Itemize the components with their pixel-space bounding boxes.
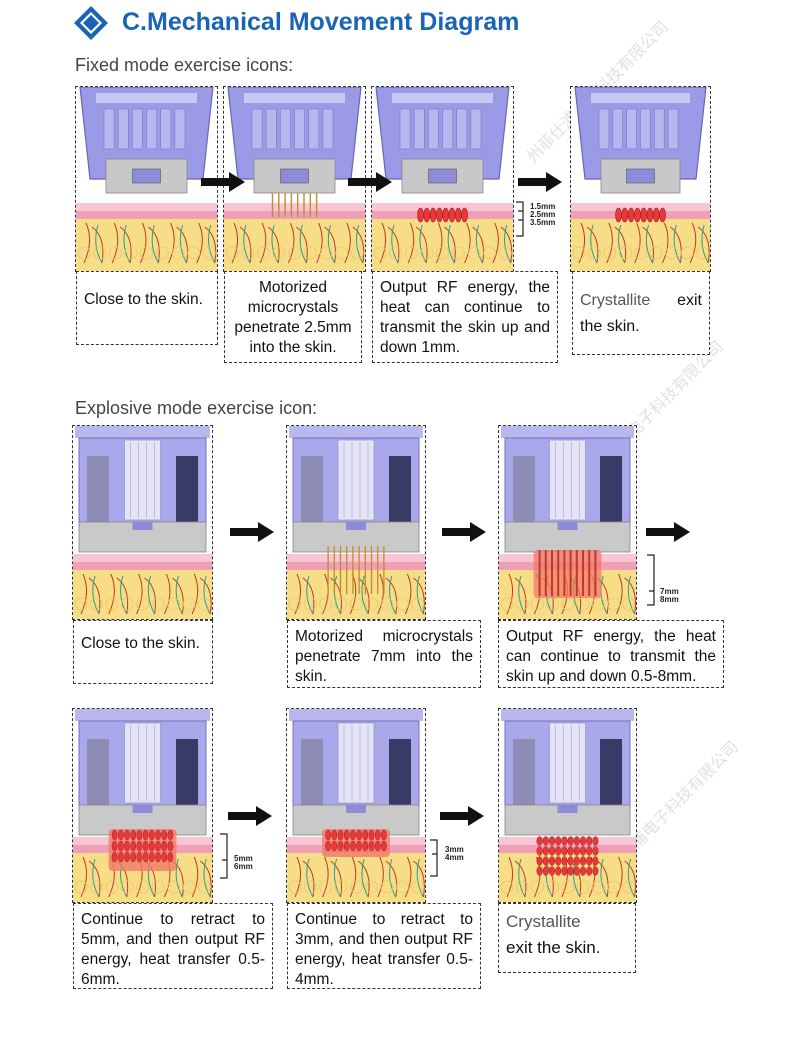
diamond-icon	[72, 6, 112, 40]
arrow-right-icon	[201, 172, 245, 192]
fixed-step-4-image	[570, 86, 711, 272]
page-title: C.Mechanical Movement Diagram	[122, 8, 519, 37]
fixed-step-1-image	[75, 86, 218, 272]
explosive-step-2-image	[286, 425, 426, 620]
explosive-caption-4: Continue to retract to 5mm, and then out…	[73, 903, 273, 989]
fixed-step-3-image	[371, 86, 514, 272]
fixed-caption-3: Output RF energy, the heat can continue …	[372, 271, 558, 363]
arrow-right-icon	[440, 806, 484, 826]
fixed-mode-label: Fixed mode exercise icons:	[75, 55, 293, 76]
depth-bracket	[428, 838, 442, 878]
fixed-caption-4: Crystallite exit the skin.	[572, 271, 710, 355]
depth-bracket	[514, 200, 528, 238]
explosive-step-5-image	[286, 708, 426, 903]
explosive-caption-1: Close to the skin.	[73, 620, 213, 684]
explosive-mode-label: Explosive mode exercise icon:	[75, 398, 317, 419]
arrow-right-icon	[518, 172, 562, 192]
explosive-step-6-image	[498, 708, 637, 903]
arrow-right-icon	[348, 172, 392, 192]
explosive-step-1-image	[72, 425, 213, 620]
explosive-caption-3: Output RF energy, the heat can continue …	[498, 620, 724, 688]
fixed-caption-1: Close to the skin.	[76, 271, 218, 345]
fixed-caption-2: Motorized microcrystals penetrate 2.5mm …	[224, 271, 362, 363]
explosive-caption-5: Continue to retract to 3mm, and then out…	[287, 903, 481, 989]
explosive-caption-2: Motorized microcrystals penetrate 7mm in…	[287, 620, 481, 688]
depth-bracket	[645, 553, 659, 607]
explosive-step-4-image	[72, 708, 213, 903]
arrow-right-icon	[442, 522, 486, 542]
arrow-right-icon	[230, 522, 274, 542]
explosive-step-3-image	[498, 425, 637, 620]
depth-bracket	[218, 832, 232, 880]
arrow-right-icon	[646, 522, 690, 542]
arrow-right-icon	[228, 806, 272, 826]
